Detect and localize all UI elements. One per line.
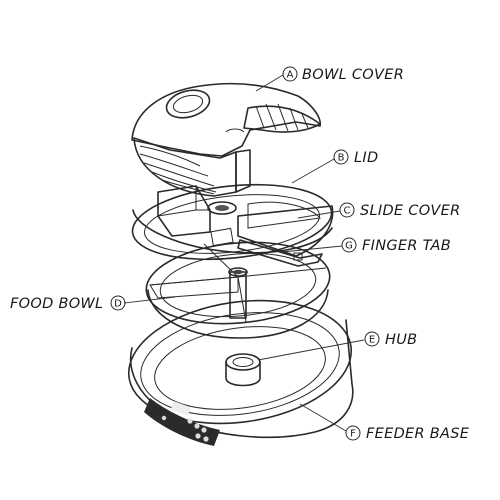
hub: [225, 353, 261, 387]
label-g-letter: G: [345, 241, 353, 252]
feeder-base: [127, 299, 354, 446]
finger-tab: [237, 239, 323, 267]
label-b-letter: B: [338, 153, 345, 164]
label-e-letter: E: [369, 335, 375, 346]
food-bowl: [145, 241, 331, 339]
label-e: E HUB: [364, 331, 417, 348]
label-f-text: FEEDER BASE: [366, 426, 470, 442]
bowl-cover: [131, 82, 322, 197]
label-a-letter: A: [287, 70, 294, 81]
label-d-letter: D: [114, 299, 122, 310]
label-d-text: FOOD BOWL: [10, 296, 103, 312]
label-g-text: FINGER TAB: [362, 238, 451, 254]
label-a: A BOWL COVER: [282, 66, 404, 83]
label-f: F FEEDER BASE: [345, 425, 470, 442]
label-c: C SLIDE COVER: [339, 202, 461, 219]
label-c-text: SLIDE COVER: [360, 203, 461, 219]
label-a-text: BOWL COVER: [302, 67, 404, 83]
label-e-text: HUB: [385, 332, 417, 348]
label-b: B LID: [333, 149, 378, 166]
label-d: FOOD BOWL D: [10, 295, 126, 312]
lid: [131, 183, 333, 261]
label-c-letter: C: [344, 206, 351, 217]
leader-lines: [123, 74, 365, 432]
label-f-letter: F: [350, 429, 356, 440]
label-b-text: LID: [354, 150, 378, 166]
control-panel: [144, 398, 220, 446]
label-g: G FINGER TAB: [341, 237, 451, 254]
